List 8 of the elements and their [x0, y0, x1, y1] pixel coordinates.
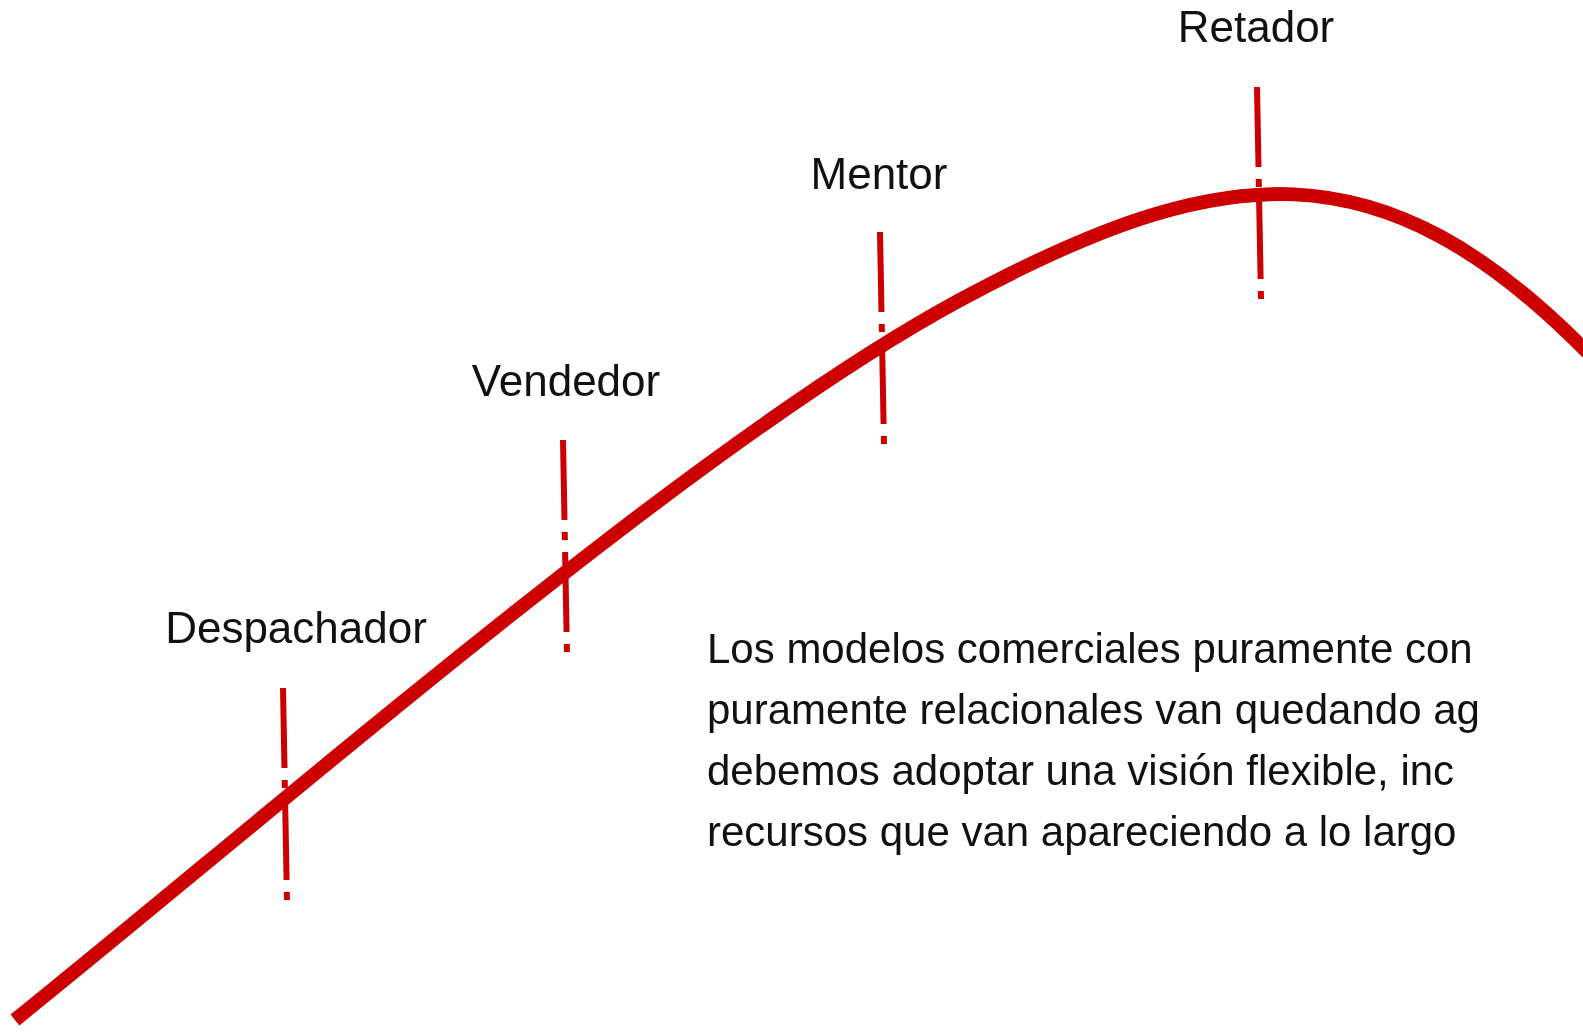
stage-label: Mentor [810, 150, 948, 198]
text-line: recursos que van apareciendo a lo largo [707, 808, 1457, 856]
text-line: puramente relacionales van quedando ag [707, 686, 1480, 734]
text-line: Los modelos comerciales puramente con [707, 625, 1473, 673]
stage-label: Despachador [165, 604, 427, 652]
stage-label: Vendedor [471, 357, 661, 405]
text-line: debemos adoptar una visión flexible, inc [707, 747, 1455, 795]
stage-label: Retador [1177, 3, 1335, 51]
